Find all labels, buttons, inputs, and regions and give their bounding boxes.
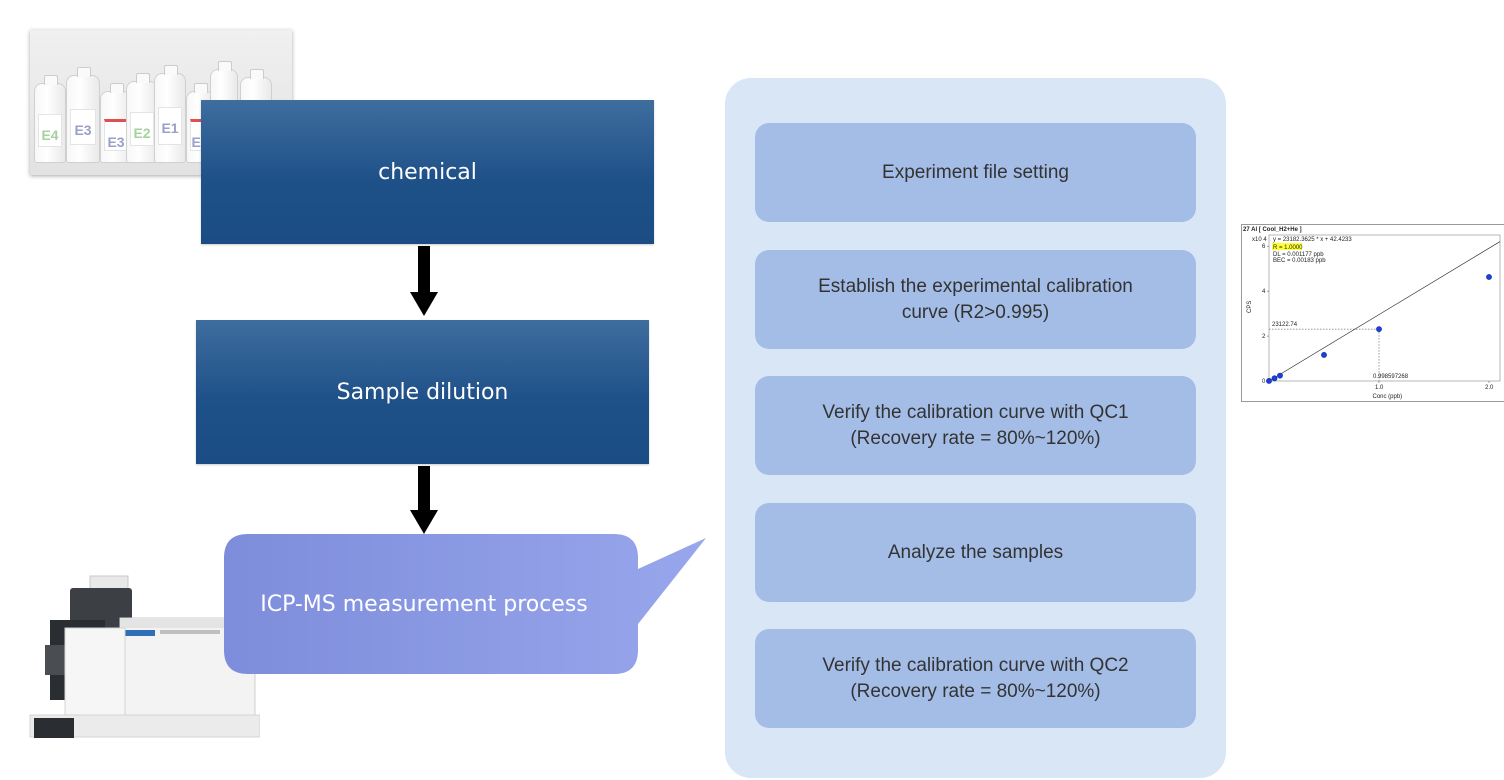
icp-ms-instrument-image bbox=[10, 570, 260, 742]
data-point bbox=[1266, 377, 1272, 384]
plot-area bbox=[1268, 234, 1501, 382]
y-tick-label: 4 bbox=[1262, 289, 1266, 295]
bottle-cap bbox=[77, 67, 91, 77]
dl-label: DL = 0.001177 ppb bbox=[1273, 252, 1324, 258]
bottle-label: E3 bbox=[104, 118, 128, 151]
process-step-3: Verify the calibration curve with QC1 (R… bbox=[755, 376, 1196, 475]
flow-step-icpms: ICP-MS measurement process bbox=[224, 534, 624, 674]
arrow-1-shaft bbox=[418, 246, 430, 292]
bottle: E4 bbox=[34, 75, 66, 163]
callout-bubble bbox=[224, 534, 706, 674]
bottle-cap bbox=[110, 83, 124, 93]
process-step-3-label: Verify the calibration curve with QC1 (R… bbox=[822, 401, 1129, 449]
y-tick-label: 0 bbox=[1262, 379, 1266, 385]
r-value-label: R = 1.0000 bbox=[1273, 245, 1303, 251]
x-axis-label: Conc (ppb) bbox=[1373, 394, 1403, 400]
down-arrow-icon bbox=[410, 510, 438, 534]
bottle: E2 bbox=[126, 73, 158, 163]
flow-step-chemical-label: chemical bbox=[378, 159, 477, 185]
flow-step-icpms-label: ICP-MS measurement process bbox=[260, 591, 588, 617]
y-axis-label: CPS bbox=[1247, 301, 1253, 313]
data-point bbox=[1321, 352, 1327, 358]
bottle-label: E2 bbox=[130, 112, 154, 147]
annotation-y-label: 23122.74 bbox=[1272, 322, 1298, 328]
x-tick-label: 1.0 bbox=[1375, 385, 1384, 391]
bec-label: BEC = 0.00183 ppb bbox=[1273, 258, 1326, 264]
process-step-5: Verify the calibration curve with QC2 (R… bbox=[755, 629, 1196, 728]
process-step-2-label: Establish the experimental calibration c… bbox=[818, 275, 1133, 323]
data-point bbox=[1277, 372, 1283, 379]
r-value-highlight bbox=[1272, 243, 1302, 250]
equation-label: y = 23182.3625 * x + 42.4233 bbox=[1273, 237, 1352, 243]
flow-step-dilution: Sample dilution bbox=[196, 320, 649, 464]
process-step-1-label: Experiment file setting bbox=[882, 161, 1069, 183]
flow-step-dilution-label: Sample dilution bbox=[336, 379, 509, 405]
calibration-curve-chart: 27 Al [ Cool_H2+He ] x10 4 y = 23182.3625 … bbox=[1241, 224, 1504, 402]
y-tick-label: 2 bbox=[1262, 334, 1266, 340]
bottle-label: E4 bbox=[38, 113, 62, 147]
bottle-cap bbox=[250, 69, 264, 79]
fit-line bbox=[1268, 241, 1501, 382]
data-point bbox=[1486, 274, 1492, 280]
data-point bbox=[1271, 375, 1278, 382]
bottle-cap bbox=[136, 73, 150, 83]
process-step-2: Establish the experimental calibration c… bbox=[755, 250, 1196, 349]
bottle-cap bbox=[218, 61, 232, 71]
bottle: E3 bbox=[66, 67, 100, 163]
down-arrow-icon bbox=[410, 292, 438, 316]
process-step-4-label: Analyze the samples bbox=[887, 541, 1064, 563]
arrow-2-shaft bbox=[418, 466, 430, 512]
process-step-5-label: Verify the calibration curve with QC2 (R… bbox=[822, 654, 1129, 702]
data-point bbox=[1376, 326, 1382, 333]
chart-title: 27 Al [ Cool_H2+He ] bbox=[1243, 227, 1302, 233]
bottle-label: E1 bbox=[158, 107, 182, 145]
annotation-x-label: 0.998597268 bbox=[1373, 374, 1409, 380]
x-tick-label: 2.0 bbox=[1485, 385, 1494, 391]
process-step-4: Analyze the samples bbox=[755, 503, 1196, 602]
y-multiplier: x10 4 bbox=[1252, 237, 1267, 243]
y-tick-label: 6 bbox=[1262, 244, 1266, 250]
bottle-cap bbox=[194, 83, 208, 93]
flow-step-chemical: chemical bbox=[201, 100, 654, 244]
bottle: E1 bbox=[154, 65, 186, 163]
bottle-cap bbox=[44, 75, 58, 85]
bottle-label: E3 bbox=[70, 108, 96, 146]
process-step-1: Experiment file setting bbox=[755, 123, 1196, 222]
bottle-cap bbox=[164, 65, 178, 75]
calibration-curve-svg: 27 Al [ Cool_H2+He ] x10 4 y = 23182.3625 … bbox=[1243, 227, 1501, 400]
